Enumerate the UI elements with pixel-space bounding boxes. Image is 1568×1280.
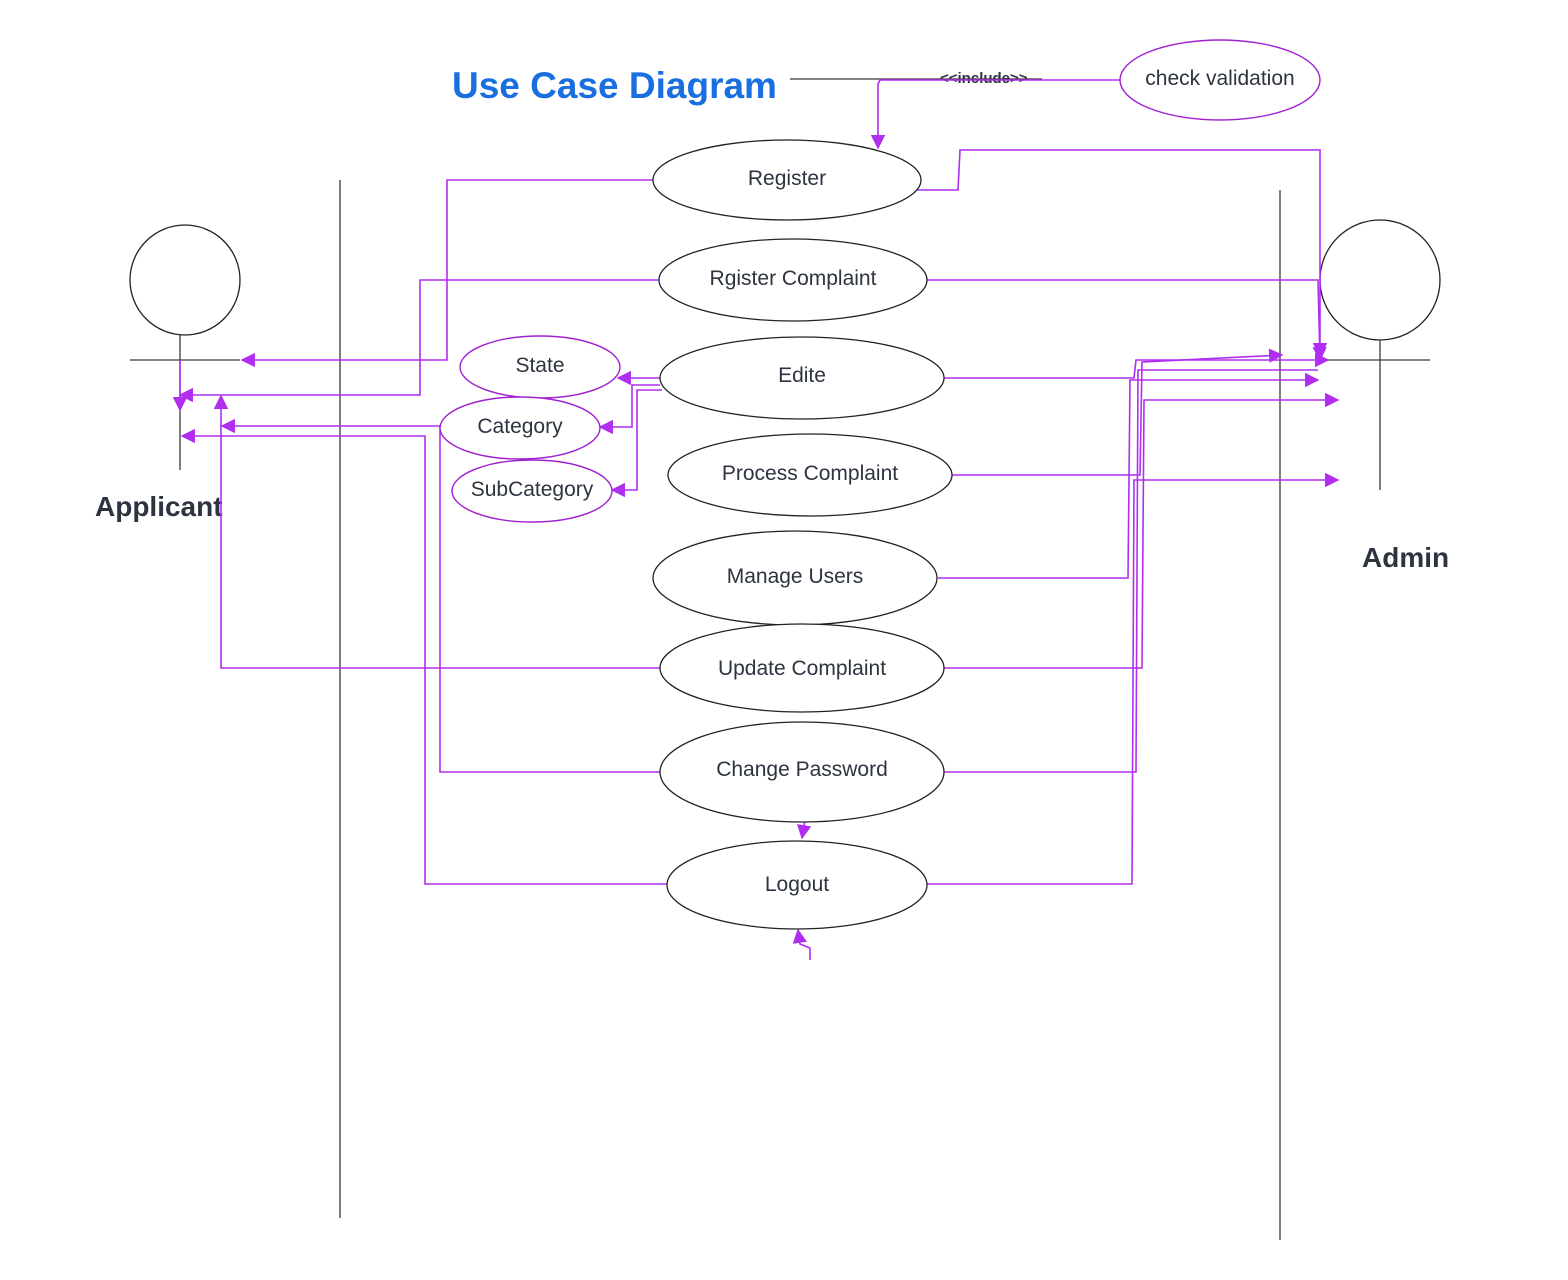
edite-subcategory-connector (610, 389, 662, 498)
admin-manage-users-connector (938, 372, 1320, 579)
applicant-change-password-connector (220, 418, 660, 773)
include-connector (870, 79, 1120, 150)
usecase-register-complaint[interactable]: Rgister Complaint (658, 238, 928, 322)
usecase-check-validation[interactable]: check validation (1119, 39, 1321, 121)
admin-label: Admin (1362, 542, 1449, 573)
subcategory-label: SubCategory (471, 478, 594, 501)
edite-label: Edite (778, 364, 826, 387)
usecase-change-password[interactable]: Change Password (659, 721, 945, 823)
update-complaint-label: Update Complaint (718, 657, 886, 680)
register-complaint-label: Rgister Complaint (710, 267, 877, 290)
usecase-edite[interactable]: Edite (659, 336, 945, 420)
actor-admin[interactable]: Admin (1319, 219, 1449, 573)
usecase-state[interactable]: State (459, 335, 621, 399)
applicant-logout-connector (180, 428, 668, 885)
change-password-label: Change Password (716, 758, 888, 781)
applicant-register-connector (240, 179, 653, 368)
applicant-head (129, 224, 241, 336)
usecase-subcategory[interactable]: SubCategory (451, 459, 613, 523)
check-validation-ellipse (1119, 39, 1321, 121)
manage-users-label: Manage Users (727, 565, 864, 588)
admin-process-complaint-connector (952, 348, 1284, 476)
process-complaint-label: Process Complaint (722, 462, 898, 485)
actor-applicant[interactable]: Applicant (95, 224, 241, 522)
admin-update-complaint-connector (944, 392, 1340, 669)
usecase-process-complaint[interactable]: Process Complaint (667, 433, 953, 517)
process-complaint-ellipse (667, 433, 953, 517)
admin-register-complaint-connector (927, 279, 1327, 362)
admin-change-password-connector (944, 369, 1318, 773)
change-password-ellipse (659, 721, 945, 823)
state-label: State (515, 354, 564, 377)
usecase-logout[interactable]: Logout (666, 840, 928, 930)
category-ellipse (439, 396, 601, 460)
change-password-logout-arrow (797, 819, 812, 840)
usecase-register[interactable]: Register (652, 139, 922, 221)
usecase-manage-users[interactable]: Manage Users (652, 530, 938, 626)
admin-edite-connector (944, 352, 1330, 379)
check-validation-label: check validation (1145, 67, 1294, 90)
applicant-label: Applicant (95, 491, 223, 522)
update-complaint-ellipse (659, 623, 945, 713)
admin-register-connector (900, 149, 1328, 358)
usecase-update-complaint[interactable]: Update Complaint (659, 623, 945, 713)
register-complaint-ellipse (658, 238, 928, 322)
logout-ellipse (666, 840, 928, 930)
applicant-update-complaint-connector (213, 394, 660, 669)
admin-logout-connector (927, 472, 1340, 885)
applicant-register-complaint-connector (178, 279, 660, 403)
logout-label: Logout (765, 873, 829, 896)
subcategory-ellipse (451, 459, 613, 523)
edite-ellipse (659, 336, 945, 420)
logout-bottom-arrow (792, 928, 811, 960)
admin-head (1319, 219, 1441, 341)
register-ellipse (652, 139, 922, 221)
category-label: Category (477, 415, 563, 438)
usecase-category[interactable]: Category (439, 396, 601, 460)
diagram-title: Use Case Diagram (452, 65, 777, 106)
register-label: Register (748, 167, 826, 190)
edite-category-connector (598, 384, 660, 435)
